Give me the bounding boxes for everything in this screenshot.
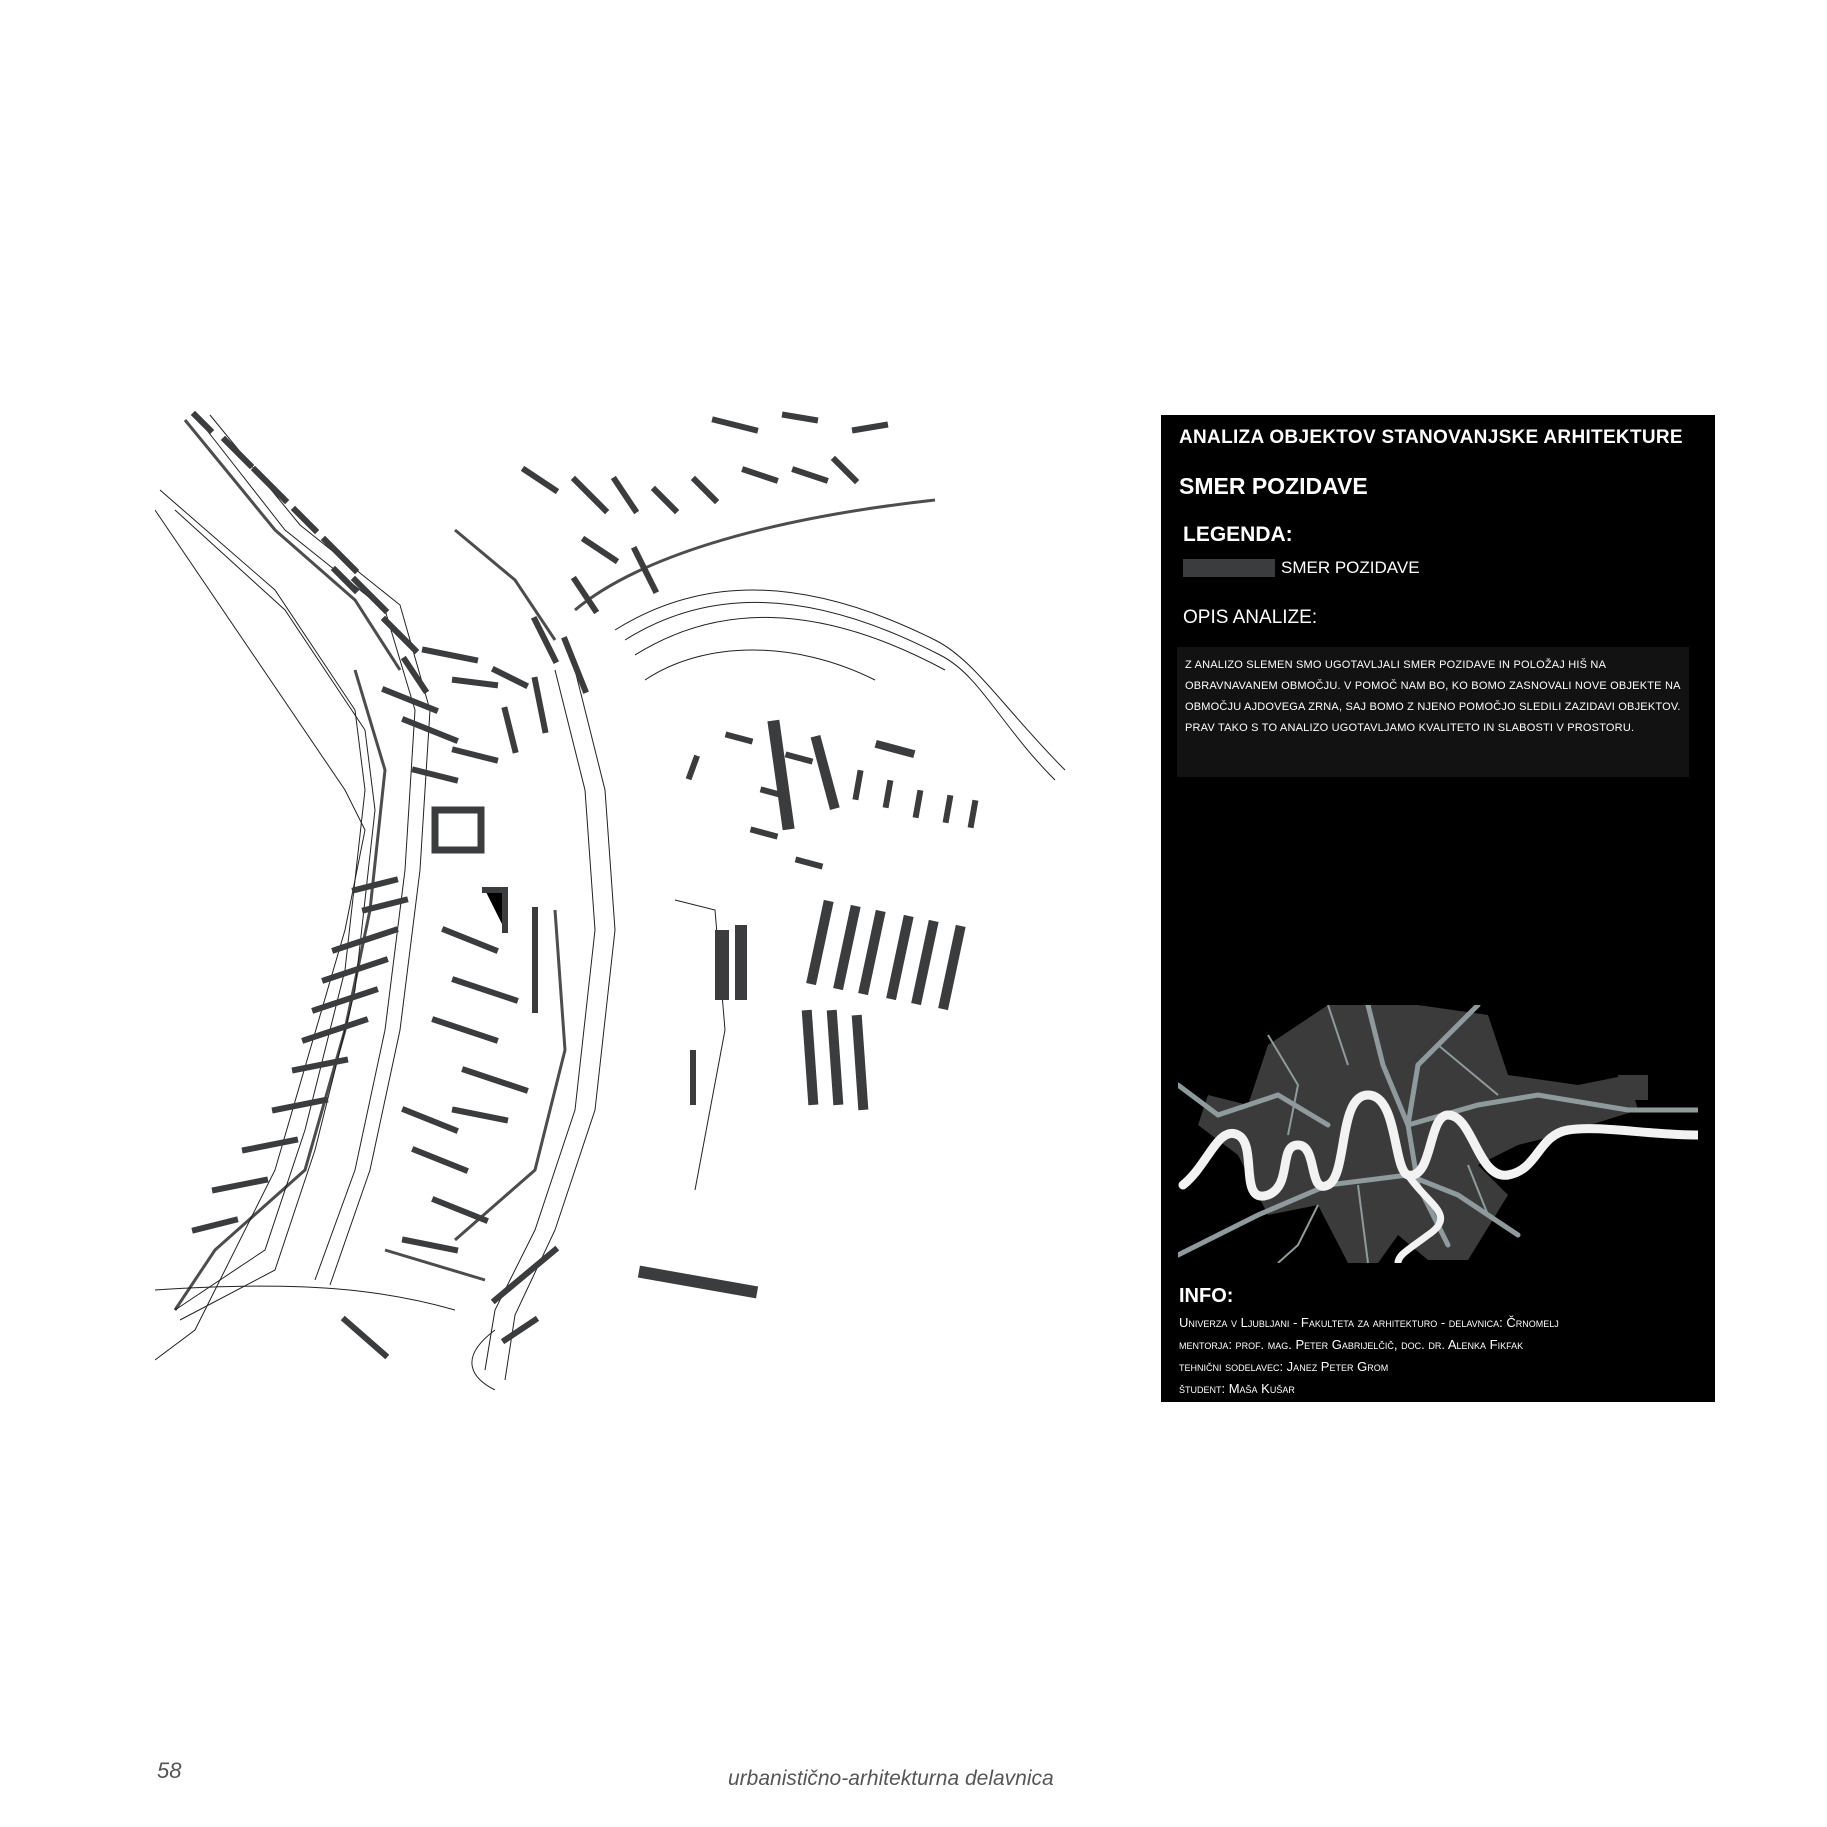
river-branch [1394,1171,1445,1263]
legend-swatch [1183,559,1275,577]
info-line-mentors: mentorja: prof. mag. Peter Gabrijelčič, … [1179,1337,1524,1352]
minor-roads [1267,1005,1499,1263]
info-line-student: študent: Maša Kušar [1179,1381,1295,1396]
building-strips-west [190,410,889,1360]
roads [1178,1005,1698,1258]
footer-title: urbanistično-arhitekturna delavnica [728,1767,1054,1790]
location-minimap [1178,1005,1698,1263]
info-line-technical: tehnični sodelavec: Janez Peter Grom [1179,1359,1389,1374]
page-number: 58 [157,1758,182,1783]
terrain-hatching [173,419,936,1311]
info-heading: INFO: [1179,1285,1234,1307]
panel-subtitle: SMER POZIDAVE [1179,473,1368,499]
site-plan-map [155,410,1066,1390]
description-text: Z ANALIZO SLEMEN SMO UGOTAVLJALI SMER PO… [1177,647,1689,777]
contour-lines [155,414,1066,1390]
urban-area [1198,1005,1648,1263]
description-heading: OPIS ANALIZE: [1183,607,1318,628]
analysis-panel: ANALIZA OBJEKTOV STANOVANJSKE ARHITEKTUR… [1161,415,1715,1402]
panel-title: ANALIZA OBJEKTOV STANOVANJSKE ARHITEKTUR… [1179,427,1683,448]
legend-heading: LEGENDA: [1183,523,1293,546]
legend-label: SMER POZIDAVE [1281,558,1420,577]
buildings [431,719,979,1299]
river [1178,1090,1698,1201]
info-line-university: Univerza v Ljubljani - Fakulteta za arhi… [1179,1315,1559,1330]
